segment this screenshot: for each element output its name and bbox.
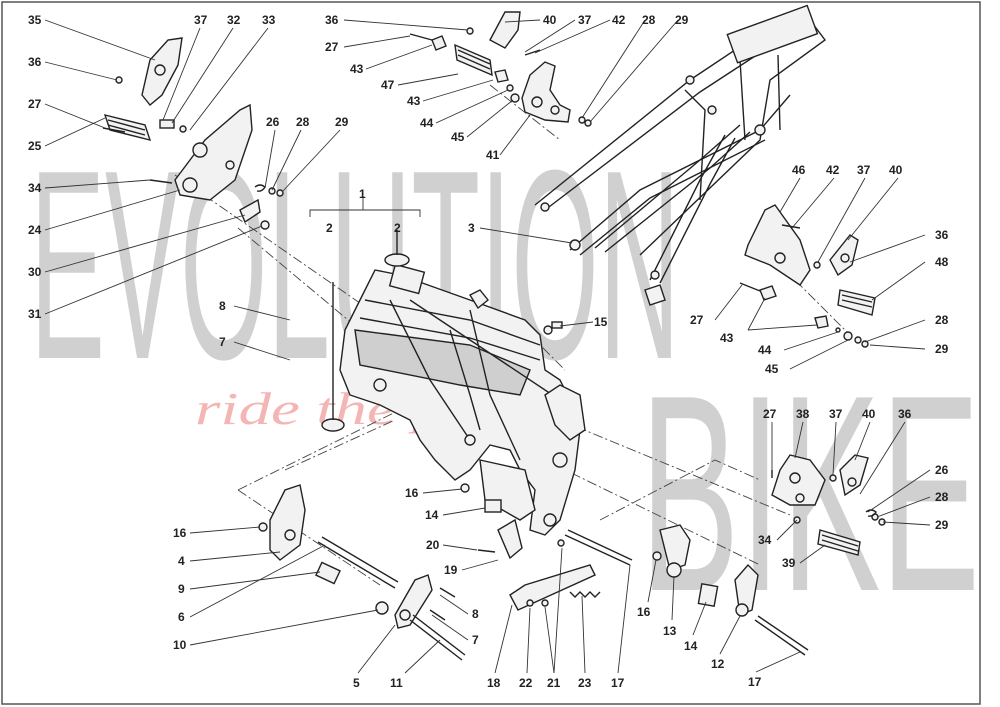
- callout-21: 21: [547, 676, 561, 690]
- callout-39: 39: [782, 556, 796, 570]
- left-footpeg-assembly: [102, 37, 284, 230]
- callout-29-lower: 29: [935, 518, 949, 532]
- callout-43-right: 43: [720, 331, 734, 345]
- callout-29-right: 29: [935, 342, 949, 356]
- callout-42-right: 42: [826, 163, 840, 177]
- callout-36-top: 36: [325, 13, 339, 27]
- callout-26: 26: [266, 115, 280, 129]
- callout-2-right: 2: [394, 221, 401, 235]
- callout-27: 27: [28, 97, 42, 111]
- callout-41: 41: [486, 148, 500, 162]
- callout-43-top2: 43: [407, 94, 421, 108]
- callout-8-lower: 8: [472, 607, 479, 621]
- callout-leader-lines: [44, 19, 931, 674]
- callout-7-upper: 7: [219, 335, 226, 349]
- main-frame: [321, 230, 586, 536]
- callout-11: 11: [390, 676, 403, 690]
- callout-15: 15: [594, 315, 608, 329]
- callout-48: 48: [935, 255, 949, 269]
- callout-40-top: 40: [543, 13, 557, 27]
- callout-43-top: 43: [350, 62, 364, 76]
- callout-32: 32: [227, 13, 241, 27]
- callout-44-right: 44: [758, 343, 772, 357]
- callout-14-mid: 14: [425, 508, 439, 522]
- callout-44-top: 44: [420, 116, 434, 130]
- callout-3: 3: [468, 221, 475, 235]
- callout-9: 9: [178, 582, 185, 596]
- callout-24: 24: [28, 223, 42, 237]
- callout-28-top: 28: [642, 13, 656, 27]
- callout-38: 38: [796, 407, 810, 421]
- callout-27-right: 27: [690, 313, 704, 327]
- callout-8-upper: 8: [219, 299, 226, 313]
- callout-20: 20: [426, 538, 440, 552]
- callout-2-left: 2: [326, 221, 333, 235]
- callout-45-right: 45: [765, 362, 779, 376]
- callout-27-lower: 27: [763, 407, 777, 421]
- callout-37-top: 37: [578, 13, 592, 27]
- callout-16-left: 16: [173, 526, 187, 540]
- callout-labels: 35 36 27 25 34 24 30 31 37 32 33 26 28 2…: [28, 13, 949, 690]
- callout-16-mid: 16: [405, 486, 419, 500]
- callout-37-right: 37: [857, 163, 871, 177]
- callout-47: 47: [381, 78, 395, 92]
- callout-4: 4: [178, 554, 185, 568]
- callout-36: 36: [28, 55, 42, 69]
- callout-33: 33: [262, 13, 276, 27]
- callout-23: 23: [578, 676, 592, 690]
- callout-45-top: 45: [451, 130, 465, 144]
- callout-18: 18: [487, 676, 501, 690]
- callout-17-right: 17: [748, 675, 762, 689]
- callout-28: 28: [296, 115, 310, 129]
- callout-31: 31: [28, 307, 42, 321]
- callout-29: 29: [335, 115, 349, 129]
- callout-28-right: 28: [935, 313, 949, 327]
- callout-1-bracket: [309, 197, 421, 217]
- callout-34: 34: [28, 181, 42, 195]
- callout-28-lower: 28: [935, 490, 949, 504]
- callout-37: 37: [194, 13, 208, 27]
- lower-mount-parts: [258, 321, 809, 661]
- callout-34-lower: 34: [758, 533, 772, 547]
- top-footpeg-assembly: [409, 11, 592, 127]
- callout-16-right: 16: [637, 605, 651, 619]
- callout-36-lower: 36: [898, 407, 912, 421]
- callout-6: 6: [178, 610, 185, 624]
- page-border: [1, 1, 981, 705]
- callout-13: 13: [663, 624, 677, 638]
- callout-36-right: 36: [935, 228, 949, 242]
- callout-22: 22: [519, 676, 533, 690]
- callout-10: 10: [173, 638, 187, 652]
- rear-subframe: [534, 4, 826, 306]
- callout-25: 25: [28, 139, 42, 153]
- callout-46: 46: [792, 163, 806, 177]
- callout-26-lower: 26: [935, 463, 949, 477]
- callout-35: 35: [28, 13, 42, 27]
- callout-40-right: 40: [889, 163, 903, 177]
- callout-12: 12: [711, 657, 725, 671]
- right-footpeg-assembly-lower: [771, 454, 886, 556]
- callout-1: 1: [359, 187, 366, 201]
- callout-40-lower: 40: [862, 407, 876, 421]
- callout-37-lower: 37: [829, 407, 843, 421]
- callout-19: 19: [444, 563, 458, 577]
- callout-7-lower: 7: [472, 633, 479, 647]
- right-footpeg-assembly-upper: [739, 204, 876, 348]
- callout-14-right: 14: [684, 639, 698, 653]
- callout-17-mid: 17: [611, 676, 625, 690]
- callout-27-top: 27: [325, 40, 339, 54]
- callout-5: 5: [353, 676, 360, 690]
- callout-29-top: 29: [675, 13, 689, 27]
- callout-42-top: 42: [612, 13, 626, 27]
- callout-30: 30: [28, 265, 42, 279]
